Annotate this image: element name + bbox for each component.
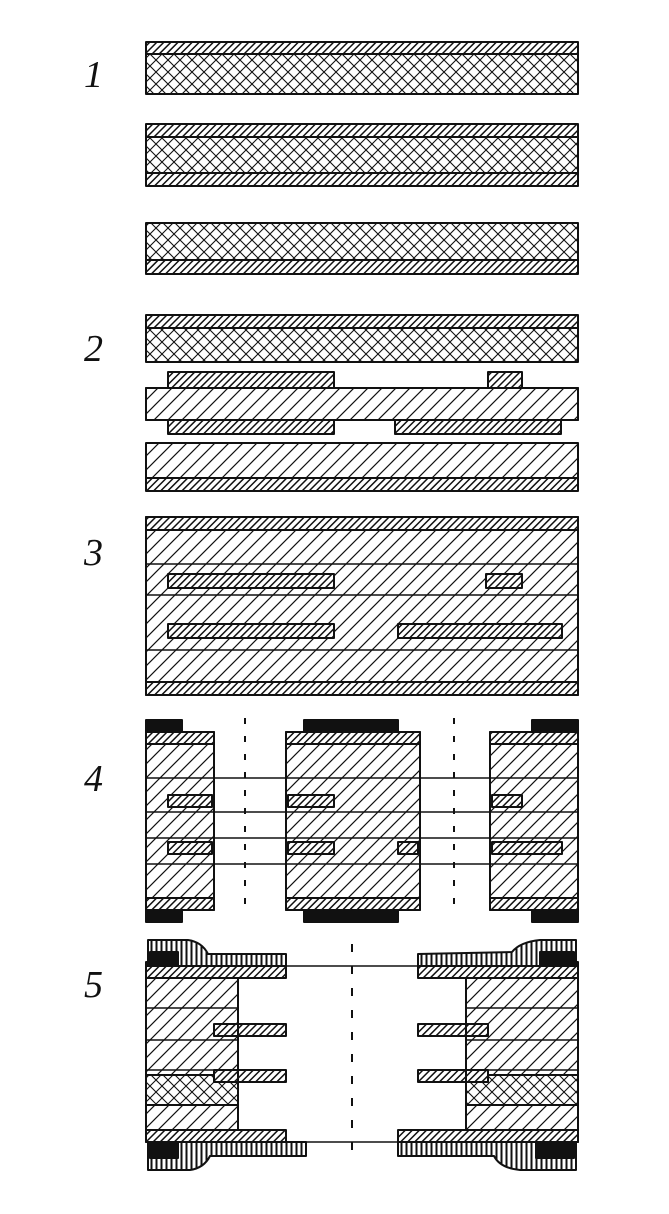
step-label-4: 4 xyxy=(84,758,103,800)
step-label-3: 3 xyxy=(84,532,103,574)
step1-sheet-c xyxy=(145,222,579,275)
step5-plated-hole xyxy=(145,939,579,1171)
step2-sheet-a xyxy=(145,314,579,363)
step4-drilled-stack xyxy=(145,718,579,923)
step-label-2: 2 xyxy=(84,328,103,370)
step2-sheet-c xyxy=(145,442,579,492)
step1-sheet-a xyxy=(145,41,579,95)
step1-sheet-b xyxy=(145,123,579,187)
step-label-5: 5 xyxy=(84,964,103,1006)
step3-laminated-stack xyxy=(145,516,579,696)
step2-sheet-b xyxy=(145,371,579,435)
step-label-1: 1 xyxy=(84,54,103,96)
